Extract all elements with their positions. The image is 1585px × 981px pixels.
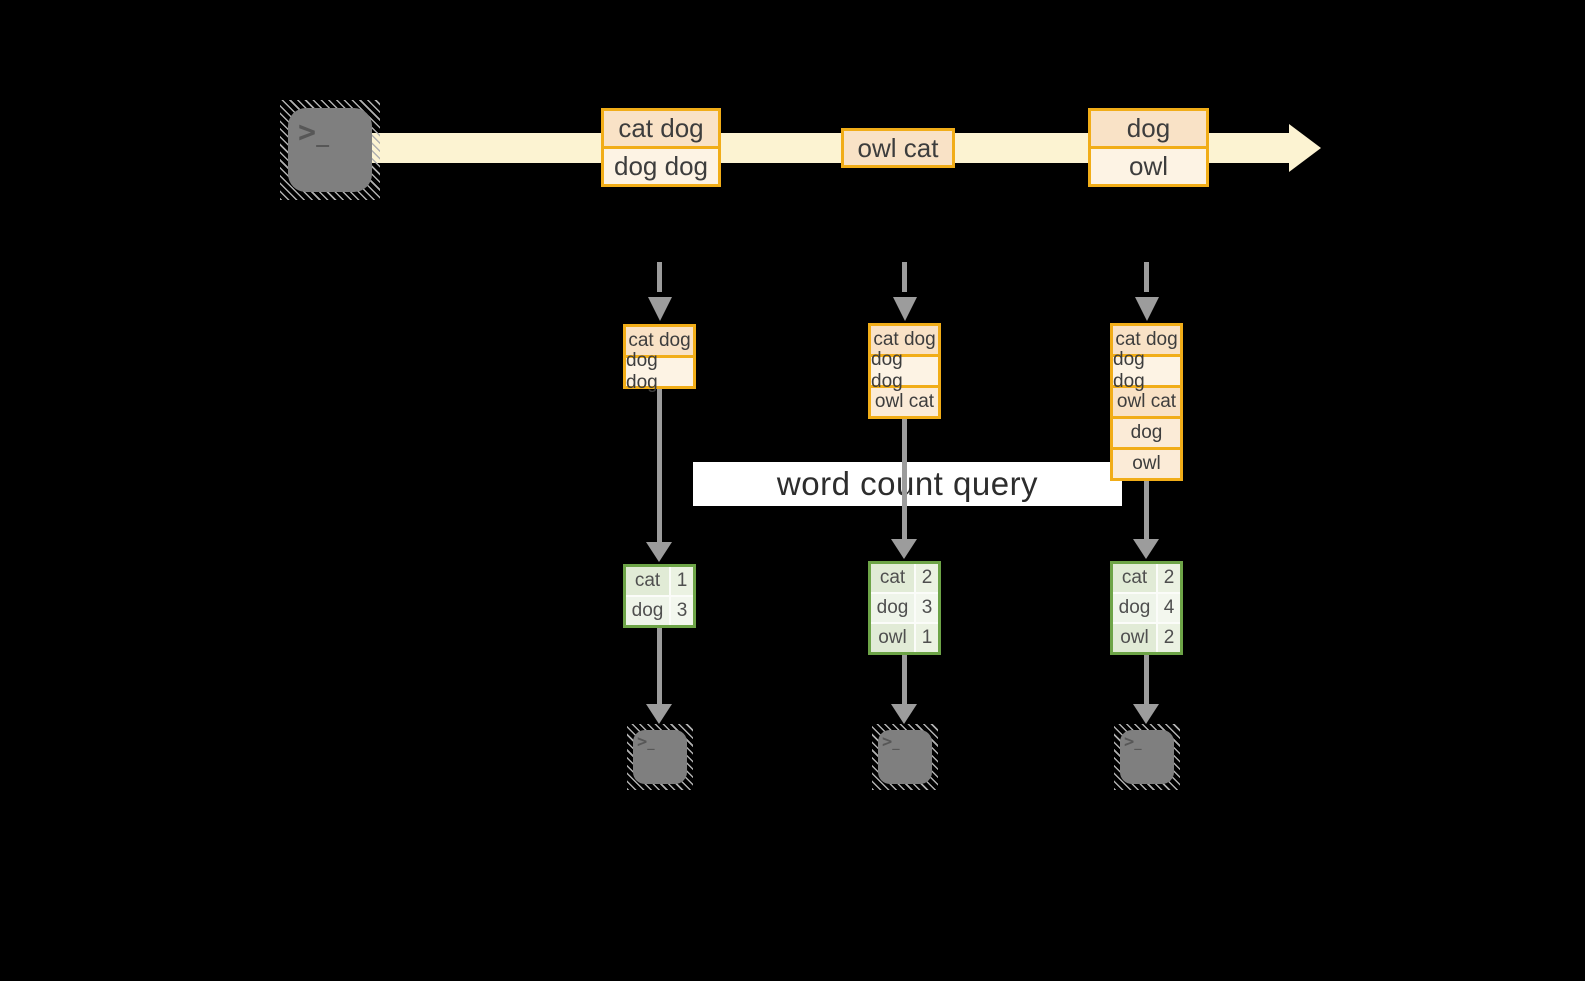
count-word-cell: dog [1113, 594, 1156, 622]
state-label: dog dog [871, 349, 903, 392]
query-label: word count query [776, 465, 1039, 502]
count-word-cell: cat [871, 564, 914, 592]
stream-event-box-1: cat dog dog dog [601, 108, 721, 187]
flow-arrowhead-icon [646, 704, 672, 724]
flow-arrowhead-icon [646, 542, 672, 562]
dashed-arrowhead-icon [648, 297, 672, 321]
state-label: cat dog [628, 330, 691, 351]
count-table-3: cat 2 dog 4 owl 2 [1110, 561, 1183, 655]
terminal-prompt-icon: >_ [637, 732, 655, 752]
flow-arrow-shaft [657, 628, 662, 704]
dashed-arrow-shaft [1144, 262, 1149, 292]
source-terminal-icon: >_ [280, 100, 380, 200]
stream-arrowhead-icon [1289, 124, 1321, 172]
state-row: dog dog [1113, 349, 1180, 392]
state-label: owl [1132, 453, 1161, 474]
count-table-1: cat 1 dog 3 [623, 564, 696, 628]
flow-arrowhead-icon [1133, 704, 1159, 724]
terminal-screen [288, 108, 372, 192]
state-row: owl cat [871, 385, 938, 416]
count-value-cell: 2 [1158, 624, 1180, 652]
state-box-2: cat dog dog dog owl cat [868, 323, 941, 419]
stream-event-box-2: owl cat [841, 128, 955, 168]
count-word-cell: dog [626, 597, 669, 625]
state-row: owl cat [1113, 385, 1180, 416]
dashed-arrow-shaft [902, 262, 907, 292]
flow-arrowhead-icon [1133, 539, 1159, 559]
count-value-cell: 4 [1158, 594, 1180, 622]
count-value-cell: 1 [916, 624, 938, 652]
flow-arrow-shaft [1144, 481, 1149, 539]
count-word-cell: dog [871, 594, 914, 622]
event-label: dog [1126, 113, 1171, 143]
terminal-screen [878, 730, 932, 784]
state-box-1: cat dog dog dog [623, 324, 696, 393]
sink-terminal-icon-3: >_ [1114, 724, 1180, 790]
sink-terminal-icon-2: >_ [872, 724, 938, 790]
terminal-prompt-icon: >_ [1124, 732, 1142, 752]
count-value-cell: 1 [671, 567, 693, 595]
count-table-2: cat 2 dog 3 owl 1 [868, 561, 941, 655]
count-word-cell: owl [871, 624, 914, 652]
event-label: dog dog [614, 151, 708, 181]
flow-arrow-shaft [657, 389, 662, 542]
terminal-screen [1120, 730, 1174, 784]
event-label: owl [1128, 151, 1168, 181]
event-row: cat dog [604, 111, 718, 146]
dashed-arrow-shaft [657, 262, 662, 292]
count-value-cell: 3 [916, 594, 938, 622]
event-row: dog dog [604, 146, 718, 184]
count-value-cell: 2 [916, 564, 938, 592]
state-row: cat dog [1113, 326, 1180, 354]
flow-arrow-shaft [902, 655, 907, 704]
event-label: owl cat [857, 132, 939, 163]
state-row: dog [1113, 416, 1180, 447]
state-row: dog dog [626, 350, 693, 393]
state-row: dog dog [871, 349, 938, 392]
stream-event-box-3: dog owl [1088, 108, 1209, 187]
count-word-cell: cat [626, 567, 669, 595]
terminal-prompt-icon: >_ [882, 732, 900, 752]
terminal-screen [633, 730, 687, 784]
flow-arrowhead-icon [891, 539, 917, 559]
count-word-cell: cat [1113, 564, 1156, 592]
state-label: dog dog [1113, 349, 1145, 392]
event-label: cat dog [618, 113, 704, 143]
dashed-arrowhead-icon [1135, 297, 1159, 321]
event-row: dog [1091, 111, 1206, 146]
state-label: dog [1130, 422, 1163, 443]
event-row: owl cat [844, 131, 952, 165]
count-value-cell: 2 [1158, 564, 1180, 592]
count-word-cell: owl [1113, 624, 1156, 652]
flow-arrow-shaft [1144, 655, 1149, 704]
state-label: cat dog [873, 329, 936, 350]
state-row: owl [1113, 447, 1180, 478]
query-label-box: word count query [693, 462, 1122, 506]
state-row: cat dog [626, 327, 693, 355]
event-row: owl [1091, 146, 1206, 184]
state-label: cat dog [1115, 329, 1178, 350]
sink-terminal-icon-1: >_ [627, 724, 693, 790]
dashed-arrowhead-icon [893, 297, 917, 321]
state-box-3: cat dog dog dog owl cat dog owl [1110, 323, 1183, 481]
state-label: dog dog [626, 350, 658, 393]
flow-arrow-shaft [902, 419, 907, 539]
terminal-prompt-icon: >_ [298, 115, 330, 150]
state-label: owl cat [1116, 391, 1177, 412]
state-row: cat dog [871, 326, 938, 354]
count-value-cell: 3 [671, 597, 693, 625]
flow-arrowhead-icon [891, 704, 917, 724]
state-label: owl cat [874, 391, 935, 412]
